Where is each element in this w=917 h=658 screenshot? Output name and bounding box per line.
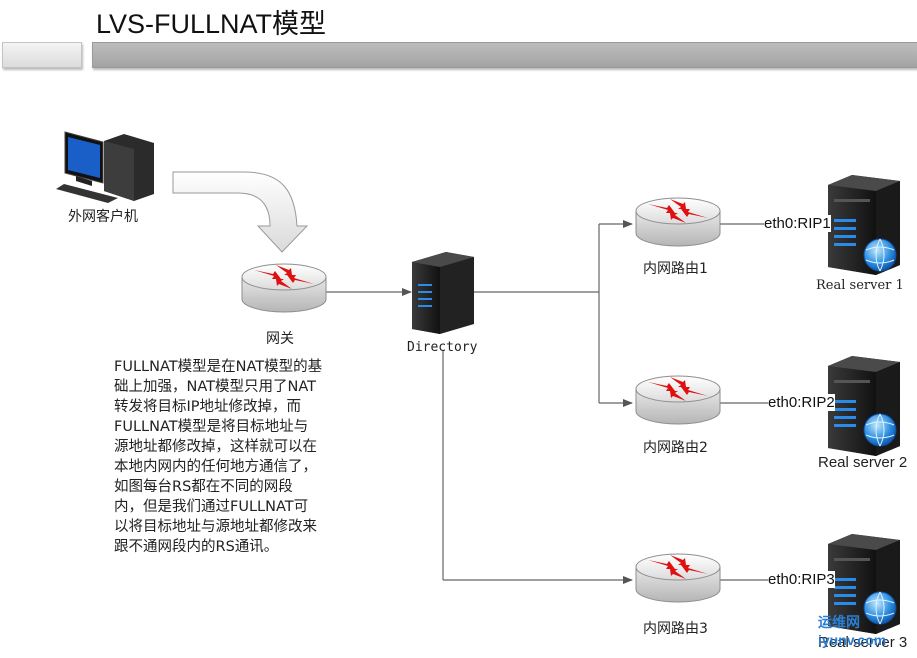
router3-icon — [635, 553, 721, 603]
server2-label: Real server 2 — [818, 454, 908, 471]
title-bar-left — [2, 42, 82, 68]
server3-label: Real server 3 — [818, 634, 908, 651]
client-pc-icon — [56, 131, 154, 203]
watermark: 运维网 iyunv.com — [818, 614, 887, 648]
rip2-label: eth0:RIP2 — [768, 394, 835, 411]
gateway-router-icon — [241, 263, 327, 313]
director-server-icon — [412, 252, 474, 334]
server1-icon — [828, 175, 900, 275]
flow-arrow-icon — [172, 171, 309, 253]
description-line: 转发将目标IP地址修改掉，而 — [114, 399, 302, 415]
server3-icon — [828, 534, 900, 634]
rip1-label: eth0:RIP1 — [764, 215, 831, 232]
router1-label: 内网路由1 — [643, 261, 708, 277]
rip3-label: eth0:RIP3 — [768, 571, 835, 588]
description-line: 本地内网内的任何地方通信了， — [114, 459, 317, 475]
router1-icon — [635, 197, 721, 247]
description-line: 以将目标地址与源地址都修改来 — [114, 519, 317, 535]
router2-label: 内网路由2 — [643, 440, 708, 456]
client-label: 外网客户机 — [68, 209, 138, 225]
description-line: 内，但是我们通过FULLNAT可 — [114, 499, 309, 515]
description-line: FULLNAT模型是在NAT模型的基 — [114, 359, 323, 375]
description-line: FULLNAT模型是将目标地址与 — [114, 419, 309, 435]
director-label: Directory — [407, 340, 478, 355]
description-line: 源地址都修改掉，这样就可以在 — [114, 439, 317, 455]
gateway-label: 网关 — [266, 331, 294, 347]
description-text: FULLNAT模型是在NAT模型的基 础上加强，NAT模型只用了NAT 转发将目… — [114, 357, 352, 557]
router2-icon — [635, 375, 721, 425]
router3-label: 内网路由3 — [643, 621, 708, 637]
description-line: 础上加强，NAT模型只用了NAT — [114, 379, 316, 395]
server1-label: Real server 1 — [816, 278, 904, 293]
server2-icon — [828, 356, 900, 456]
description-line: 跟不通网段内的RS通讯。 — [114, 539, 279, 555]
description-line: 如图每台RS都在不同的网段 — [114, 479, 293, 495]
title-bar-right — [92, 42, 917, 68]
page-title: LVS-FULLNAT模型 — [96, 9, 327, 39]
